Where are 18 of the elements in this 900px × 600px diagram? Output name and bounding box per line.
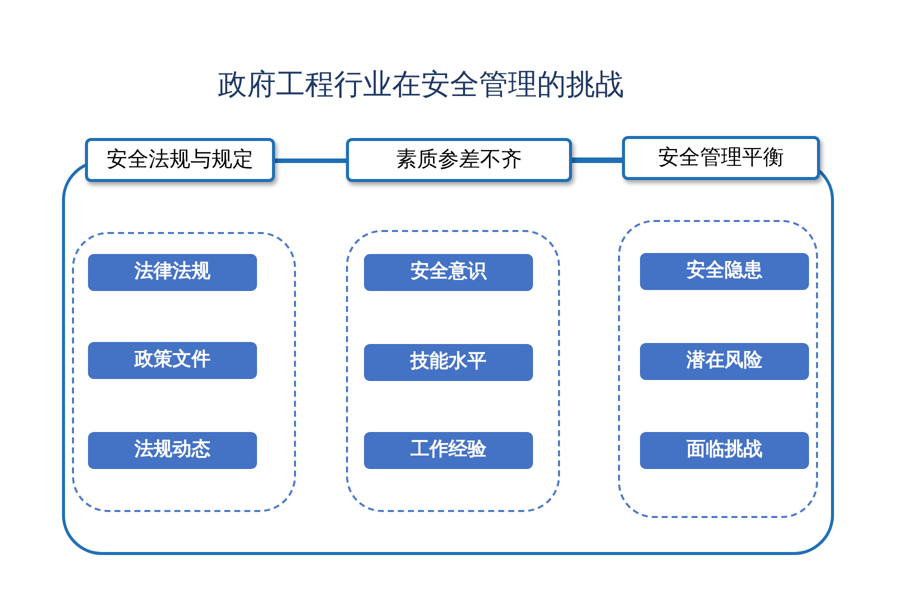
connector-line <box>275 158 346 162</box>
title: 政府工程行业在安全管理的挑战 <box>218 68 624 103</box>
category-box: 面临挑战 <box>640 432 809 469</box>
category-box: 潜在风险 <box>640 343 809 380</box>
header-box: 安全法规与规定 <box>85 138 275 182</box>
dashed-group <box>72 232 296 512</box>
connector-line <box>572 158 622 160</box>
category-box: 法律法规 <box>88 254 257 291</box>
category-box: 法规动态 <box>88 432 257 469</box>
dashed-group <box>618 220 818 518</box>
category-box: 技能水平 <box>364 344 533 381</box>
category-box: 安全隐患 <box>640 253 809 290</box>
header-box: 素质参差不齐 <box>346 138 572 182</box>
category-box: 政策文件 <box>88 342 257 379</box>
category-box: 安全意识 <box>364 254 533 291</box>
category-box: 工作经验 <box>364 432 533 469</box>
header-box: 安全管理平衡 <box>622 136 820 180</box>
dashed-group <box>346 230 560 512</box>
